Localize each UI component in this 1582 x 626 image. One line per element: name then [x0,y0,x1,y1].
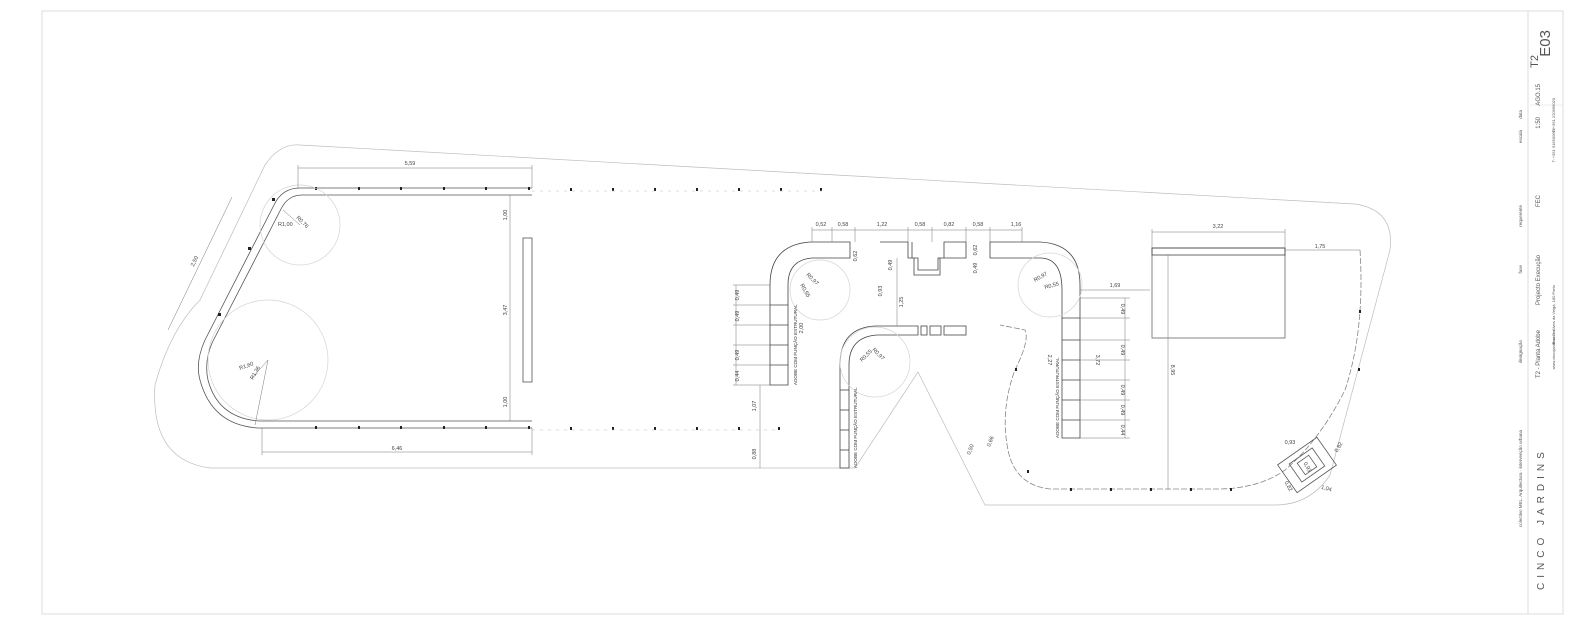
fax-text: T: +351 220996020 [1551,97,1556,132]
dim-label: 0,82 [1283,480,1294,492]
platform-dimension-lines [1151,229,1360,490]
requester-label: requerente [1518,205,1523,227]
sheet-prefix: T2 [1529,55,1541,68]
dim-label: 0,58 [973,222,984,228]
dim-label: 0,49 [735,311,741,322]
dim-label: 1,00 [503,210,509,221]
dim-label: 2,50 [190,255,200,267]
left-bench-ticks [218,187,822,430]
dim-label: 0,58 [915,222,926,228]
designation-label: designação [1518,340,1523,364]
dim-label: R1,00 [278,222,293,228]
dim-label: 0,44 [735,371,741,382]
dim-label: R0,97 [871,347,886,362]
dim-label: 3,22 [1213,224,1224,230]
dim-label: 0,49 [1119,345,1125,356]
designation-value: T2 - Planta Adobe [1536,329,1542,378]
tree-circle-5 [1017,252,1083,318]
vertical-panel [522,237,533,383]
dim-label: 1,16 [1011,222,1022,228]
dim-label: 0,52 [816,222,827,228]
dim-label: 5,59 [405,161,416,167]
dimension-labels: 5,59 2,50 1,00 3,47 1,00 6,46 R1,00 R0,7… [190,161,1344,493]
dim-label: R0,55 [798,283,811,299]
middle-dimension-lines [733,227,1023,468]
left-dimension-lines [167,165,533,455]
brand-logo: CINCO JARDINS [1536,447,1547,590]
dim-label: 0,62 [973,245,979,256]
dim-label: R0,97 [805,272,820,287]
phase-label: fase [1518,265,1523,274]
middle-bench [769,241,967,469]
adobe-note-1: ADOBE COM FUNÇÃO ESTRUTURAL [792,304,798,385]
requester-value: FEC [1536,194,1542,207]
dim-label: 1,04 [1320,485,1332,494]
dim-label: 0,62 [853,251,859,262]
dim-label: 0,49 [735,290,741,301]
corner-planter [1277,436,1337,494]
dim-label: 6,46 [392,446,403,452]
date-value: AGO.15 [1536,83,1542,105]
dim-label: 0,88 [752,449,758,460]
credits-text: colectivo MEL. Arquitectura · intervençã… [1518,430,1523,528]
dim-label: 0,49 [1119,405,1125,416]
phone-text: T: +351 916500666 [1551,127,1556,162]
sinuous-bench-ticks [1015,310,1361,491]
left-bench [197,187,532,429]
platform-rectangle [1151,247,1286,339]
adobe-note-3: ADOBE COM FUNÇÃO ESTRUTURAL [1054,357,1060,438]
dim-label: 3,72 [1094,355,1100,366]
platform-bench [1151,247,1286,256]
dim-label: 2,00 [799,323,805,334]
dim-label: 8,95 [1169,365,1175,376]
site-boundary [154,144,1391,506]
dim-label: 0,50 [966,444,975,456]
dim-label: 1,25 [899,297,905,308]
dim-label: 0,82 [944,222,955,228]
right-bench [989,241,1081,439]
tree-circle-2 [207,299,329,421]
dim-label: 0,49 [888,260,894,271]
title-block: E03 T2 data AGO.15 escala 1:50 T: +351 9… [1518,30,1563,590]
dim-label: 0,66 [986,436,995,448]
adobe-note-2: ADOBE COM FUNÇÃO ESTRUTURAL [852,387,858,468]
dim-label: 0,49 [1119,385,1125,396]
dim-label: R0,55 [859,349,874,364]
dim-label: 1,69 [1110,283,1121,289]
dim-label: 1,75 [1315,244,1326,250]
dim-label: 1,07 [752,401,758,412]
sheet-code: E03 [1537,30,1554,57]
tree-circle-1 [259,184,341,266]
scale-label: escala [1518,130,1523,144]
phase-value: Projecto Execução [1536,254,1542,305]
dim-label: 0,93 [878,286,884,297]
dim-label: R1,60 [239,361,255,372]
dim-label: R0,55 [1044,281,1060,291]
dim-label: 0,49 [735,350,741,361]
address-text: Rua D. Alves da Veiga, 180 Porto [1551,284,1556,344]
tree-circle-3 [789,259,851,321]
dim-label: 0,58 [838,222,849,228]
dim-label: 0,93 [1285,440,1296,446]
sheet-border [41,10,1564,615]
website-text: www.cincojardins.com [1551,329,1556,369]
sinuous-bench [999,249,1362,490]
scale-value: 1:50 [1536,116,1542,128]
dim-label: 2,27 [1046,355,1052,366]
dim-label: 0,93 [1302,461,1313,473]
dim-label: 0,82 [1334,441,1345,453]
dim-label: R0,97 [1033,271,1049,284]
dim-label: 1,00 [503,397,509,408]
dim-label: 3,47 [503,305,509,316]
right-dimension-lines [1080,289,1150,439]
dim-label: 0,49 [1119,304,1125,315]
dim-label: 1,22 [877,222,888,228]
dim-label: 0,44 [1119,425,1125,436]
tree-circle-4 [839,326,911,398]
dim-label: 0,49 [973,263,979,274]
date-label: data [1518,110,1523,119]
